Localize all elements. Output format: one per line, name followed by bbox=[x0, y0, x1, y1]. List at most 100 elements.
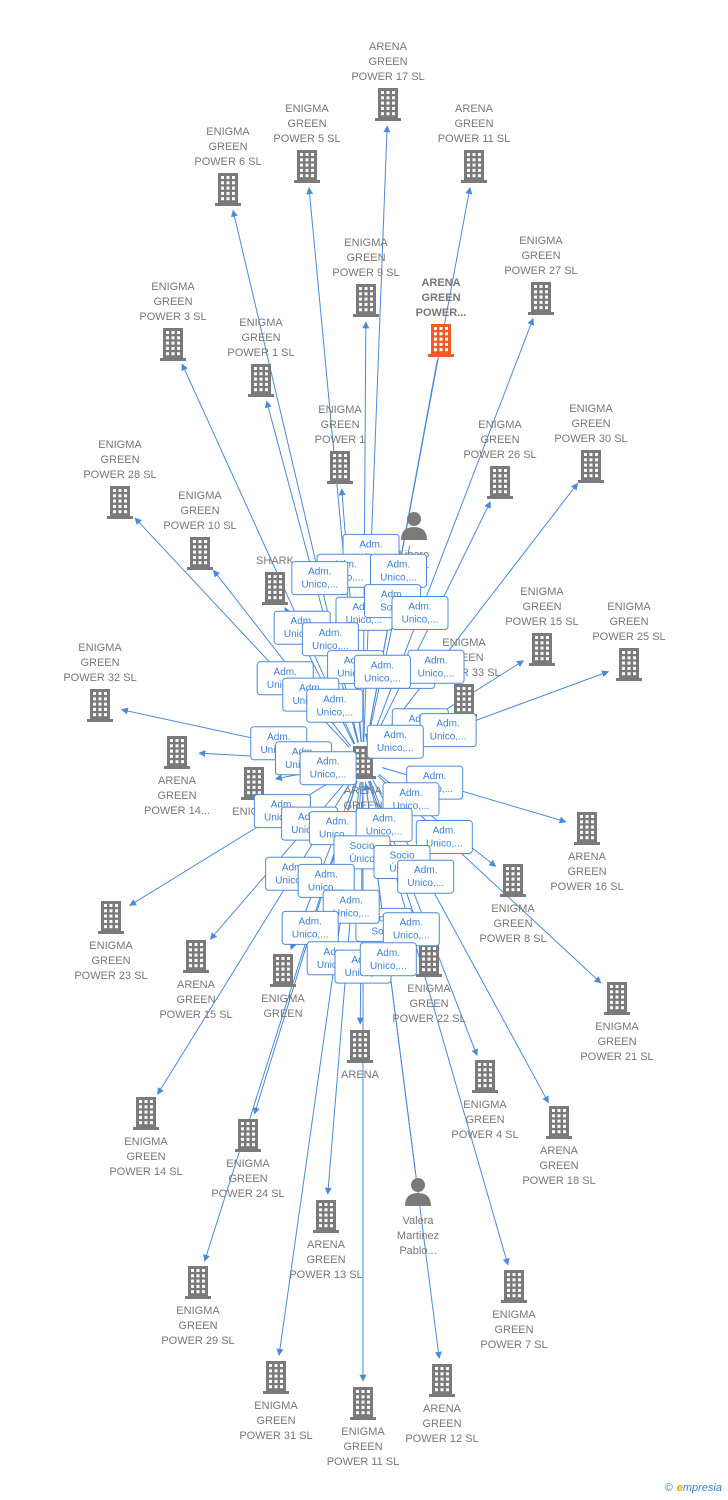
node-shark[interactable]: SHARK bbox=[256, 555, 295, 605]
building-icon bbox=[416, 944, 442, 977]
node-label: ENIGMA bbox=[344, 237, 388, 249]
edge-label-17[interactable]: Adm.Unico,... bbox=[366, 724, 424, 759]
node-label: POWER 15 SL bbox=[505, 616, 578, 628]
copyright-symbol: © bbox=[664, 1482, 673, 1494]
node-label: ENIGMA bbox=[239, 317, 283, 329]
node-label: POWER 11 SL bbox=[327, 1456, 400, 1468]
edge-label-text: Adm. bbox=[359, 539, 382, 550]
node-label: ENIGMA bbox=[478, 419, 522, 431]
node-label: GREEN bbox=[454, 118, 493, 130]
edge-label-2[interactable]: Adm.Unico,... bbox=[370, 553, 427, 588]
edge-label-text: Adm. bbox=[340, 895, 363, 906]
edge-label-text: Unico,... bbox=[393, 801, 430, 812]
node-label: ENIGMA bbox=[98, 439, 142, 451]
edge-label-3[interactable]: Adm.Unico,... bbox=[291, 561, 349, 596]
node-label: POWER 28 SL bbox=[83, 469, 156, 481]
node-label: GREEN bbox=[346, 252, 385, 264]
edge-label-text: Unico,... bbox=[370, 961, 407, 972]
edge-label-14[interactable]: Adm.Unico,... bbox=[306, 688, 364, 723]
node-label: POWER 26 SL bbox=[463, 449, 536, 461]
node-valera[interactable]: ValeraMartinezPablo... bbox=[397, 1178, 439, 1257]
person-icon bbox=[405, 1178, 431, 1206]
edge-n_center-n_egp29 bbox=[203, 780, 358, 1262]
node-label: GREEN bbox=[421, 292, 460, 304]
node-label: GREEN bbox=[263, 1008, 302, 1020]
edge-label-text: Adm. bbox=[282, 862, 305, 873]
edge-label-30[interactable]: Adm.Unico,... bbox=[397, 859, 455, 894]
building-icon bbox=[98, 901, 124, 934]
building-icon bbox=[461, 150, 487, 183]
edge-label-11[interactable]: Adm.Unico,... bbox=[407, 649, 465, 684]
building-icon bbox=[164, 736, 190, 769]
edge-label-text: Adm. bbox=[323, 694, 346, 705]
node-agpx[interactable]: ARENAGREENPOWER... bbox=[416, 277, 467, 357]
person-icon bbox=[401, 512, 427, 540]
edge-label-27[interactable]: Adm.Unico,... bbox=[415, 820, 473, 854]
node-label: GREEN bbox=[80, 657, 119, 669]
edge-label-22[interactable]: Adm.Unico,... bbox=[382, 782, 440, 817]
edge-label-35[interactable]: Adm.Unico,... bbox=[281, 910, 339, 945]
edge-label-16[interactable]: Adm.Unico,... bbox=[419, 713, 477, 748]
building-icon bbox=[313, 1200, 339, 1233]
node-label: GREEN bbox=[306, 1254, 345, 1266]
edge-label-39[interactable]: Adm.Unico,... bbox=[359, 942, 417, 977]
edge-label-text: Unico,... bbox=[346, 615, 383, 626]
building-icon bbox=[263, 1361, 289, 1394]
node-label: ENIGMA bbox=[442, 637, 486, 649]
edge-label-text: Socio bbox=[349, 841, 374, 852]
node-label: GREEN bbox=[287, 118, 326, 130]
edge-label-36[interactable]: Adm.Unico,... bbox=[382, 912, 440, 947]
edge-label-6[interactable]: Adm.Unico,... bbox=[391, 596, 449, 630]
node-label: POWER 21 SL bbox=[580, 1051, 653, 1063]
edge-label-26[interactable]: Adm.Unico,... bbox=[355, 807, 413, 842]
building-icon bbox=[160, 328, 186, 361]
building-icon bbox=[87, 689, 113, 722]
edge-label-32[interactable]: Adm.Unico,... bbox=[297, 863, 355, 898]
node-label: ARENA bbox=[158, 775, 197, 787]
node-arenaz[interactable]: ARENA bbox=[341, 1030, 380, 1081]
node-label: ENIGMA bbox=[492, 1309, 536, 1321]
node-label: GREEN bbox=[571, 418, 610, 430]
building-icon bbox=[578, 450, 604, 483]
edge-label-20[interactable]: Adm.Unico,... bbox=[299, 751, 357, 786]
node-label: POWER 14... bbox=[144, 805, 210, 817]
edge-label-40[interactable]: Adm.Unico,... bbox=[353, 654, 411, 689]
node-label: POWER 3 SL bbox=[139, 311, 206, 323]
building-icon bbox=[107, 486, 133, 519]
node-label: ENIGMA bbox=[519, 235, 563, 247]
